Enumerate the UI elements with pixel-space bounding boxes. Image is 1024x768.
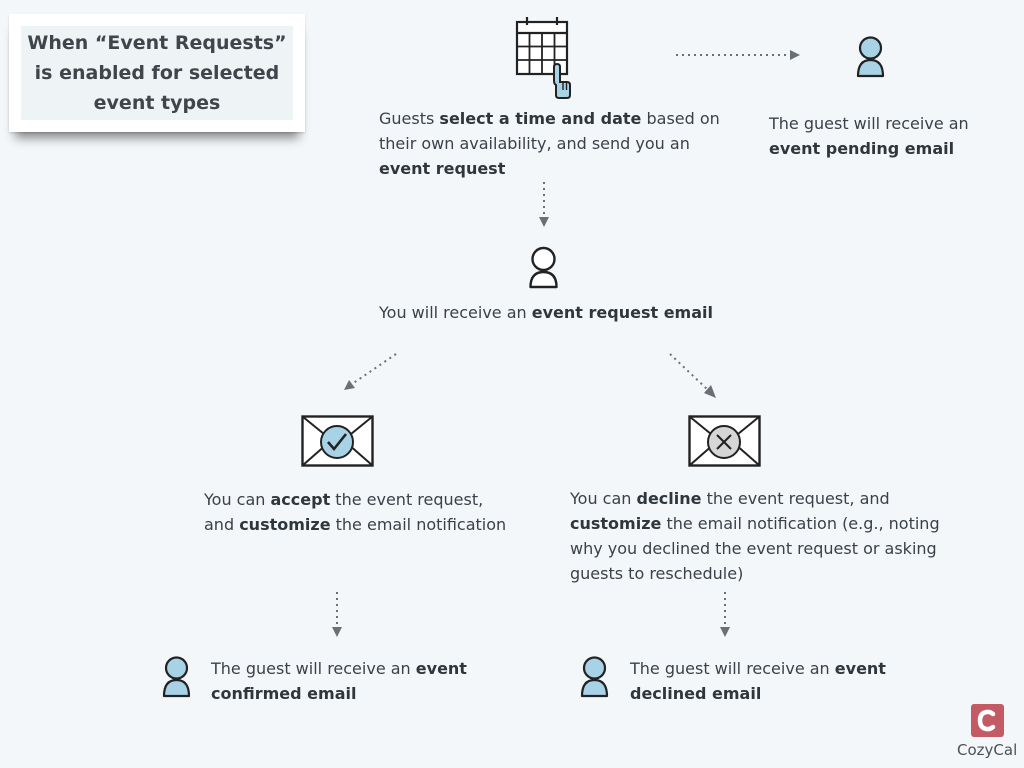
declined-bold: event declined email <box>630 659 886 703</box>
envelope-x-icon <box>688 415 761 467</box>
declined-text: The guest will receive an event declined… <box>630 656 920 706</box>
guest-confirmed-icon <box>162 656 191 698</box>
calendar-click-icon <box>515 17 571 99</box>
confirmed-pre: The guest will receive an <box>211 659 416 678</box>
decline-pre: You can <box>570 489 637 508</box>
pending-text: The guest will receive an event pending … <box>769 111 999 161</box>
step1-mid: based on their own availability, and sen… <box>379 109 720 153</box>
guest-declined-icon <box>580 656 609 698</box>
cozycal-logo <box>971 704 1004 737</box>
decline-text: You can decline the event request, and c… <box>570 486 960 586</box>
step1-bold-select: select a time and date <box>439 109 642 128</box>
accept-post: the email notification <box>330 515 507 534</box>
arrow-to-you <box>539 182 549 227</box>
confirmed-bold: event confirmed email <box>211 659 467 703</box>
arrow-to-declined <box>720 592 730 637</box>
pending-pre: The guest will receive an <box>769 114 969 133</box>
pending-bold: event pending email <box>769 139 955 158</box>
title-card: When “Event Requests” is enabled for sel… <box>9 14 305 132</box>
accept-bold-accept: accept <box>270 490 331 509</box>
step1-text: Guests select a time and date based on t… <box>379 106 724 181</box>
request-bold: event request email <box>531 303 713 322</box>
accept-mid: the event request, and <box>204 490 484 534</box>
envelope-check-icon <box>301 415 374 467</box>
step1-pre: Guests <box>379 109 440 128</box>
step1-bold-request: event request <box>379 159 506 178</box>
accept-text: You can accept the event request, and cu… <box>204 487 514 537</box>
request-text: You will receive an event request email <box>379 300 739 325</box>
title-card-inner: When “Event Requests” is enabled for sel… <box>21 26 293 120</box>
decline-mid: the event request, and <box>701 489 890 508</box>
accept-bold-customize: customize <box>239 515 331 534</box>
guest-user-icon <box>856 36 885 78</box>
declined-pre: The guest will receive an <box>630 659 835 678</box>
arrow-to-pending <box>676 50 800 60</box>
decline-bold-decline: decline <box>636 489 702 508</box>
arrow-to-accept <box>344 353 397 390</box>
user-outline-icon <box>529 246 558 289</box>
accept-pre: You can <box>204 490 271 509</box>
brand-name: CozyCal <box>957 741 1018 759</box>
cozycal-logo-glyph <box>977 709 996 732</box>
page-title: When “Event Requests” is enabled for sel… <box>27 32 287 114</box>
decline-bold-customize: customize <box>570 514 662 533</box>
decline-post: the email notification (e.g., noting why… <box>570 514 940 583</box>
arrow-to-decline <box>669 353 716 398</box>
arrow-to-confirmed <box>332 592 342 637</box>
confirmed-text: The guest will receive an event confirme… <box>211 656 501 706</box>
request-pre: You will receive an <box>379 303 532 322</box>
